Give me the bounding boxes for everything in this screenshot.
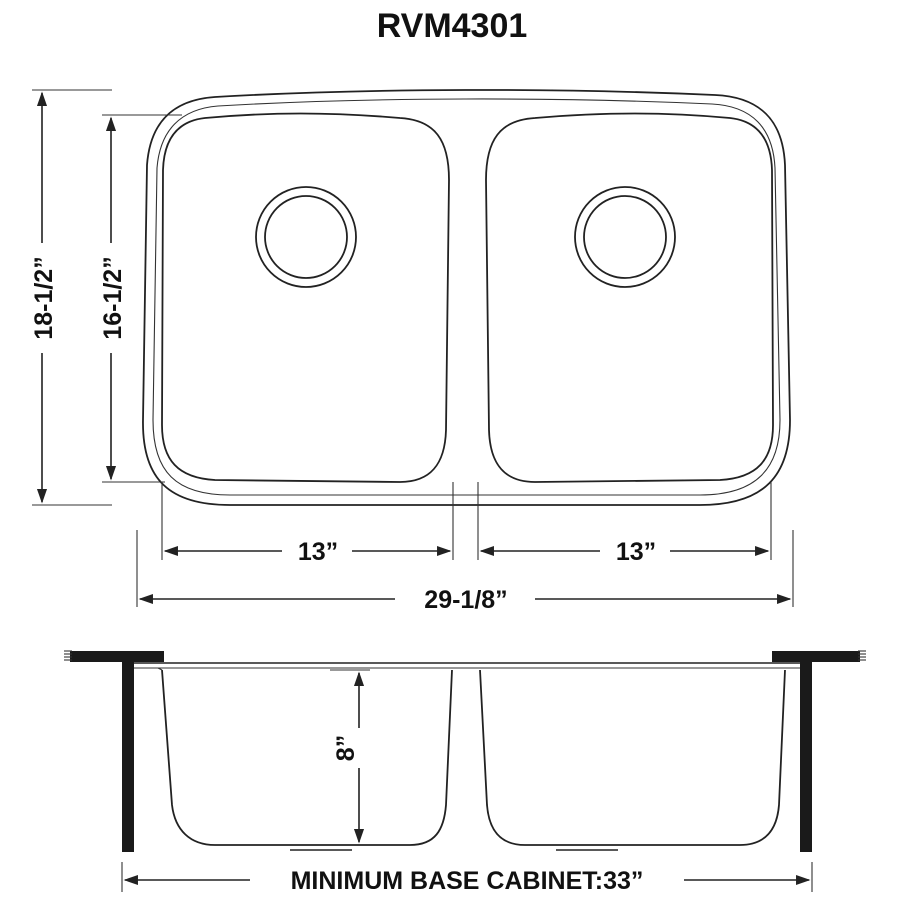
right-bowl-width-label: 13” (616, 538, 656, 566)
right-bowl-outline (485, 112, 774, 483)
cabinet-wall-right (800, 662, 812, 852)
countertop-right (772, 651, 860, 662)
sink-side-view: 8” MINIMUM BASE CABINET:33” (64, 650, 866, 895)
minimum-base-cabinet-label: MINIMUM BASE CABINET:33” (291, 867, 644, 895)
left-drain-inner (264, 195, 348, 279)
bowl-length-label: 16-1/2” (99, 256, 127, 339)
right-drain-inner (583, 195, 667, 279)
left-bowl-profile (161, 669, 453, 846)
width-dimensions: 13” 13” 29-1/8” (136, 482, 794, 614)
left-bowl-outline (161, 112, 450, 483)
bowl-depth-label: 8” (332, 735, 360, 761)
left-drain-outer (255, 186, 357, 288)
left-bowl-width-label: 13” (298, 538, 338, 566)
model-title: RVM4301 (377, 7, 528, 45)
right-drain-outer (574, 186, 676, 288)
sink-outer-rim (142, 89, 791, 506)
sink-inner-rim (152, 98, 781, 496)
right-bowl-profile (479, 669, 786, 846)
height-dimensions: 18-1/2” 16-1/2” (28, 89, 182, 506)
countertop-left (70, 651, 164, 662)
overall-width-label: 18-1/2” (30, 256, 58, 339)
overall-length-label: 29-1/8” (424, 586, 507, 614)
sink-top-view (142, 89, 791, 506)
cabinet-wall-left (122, 662, 134, 852)
